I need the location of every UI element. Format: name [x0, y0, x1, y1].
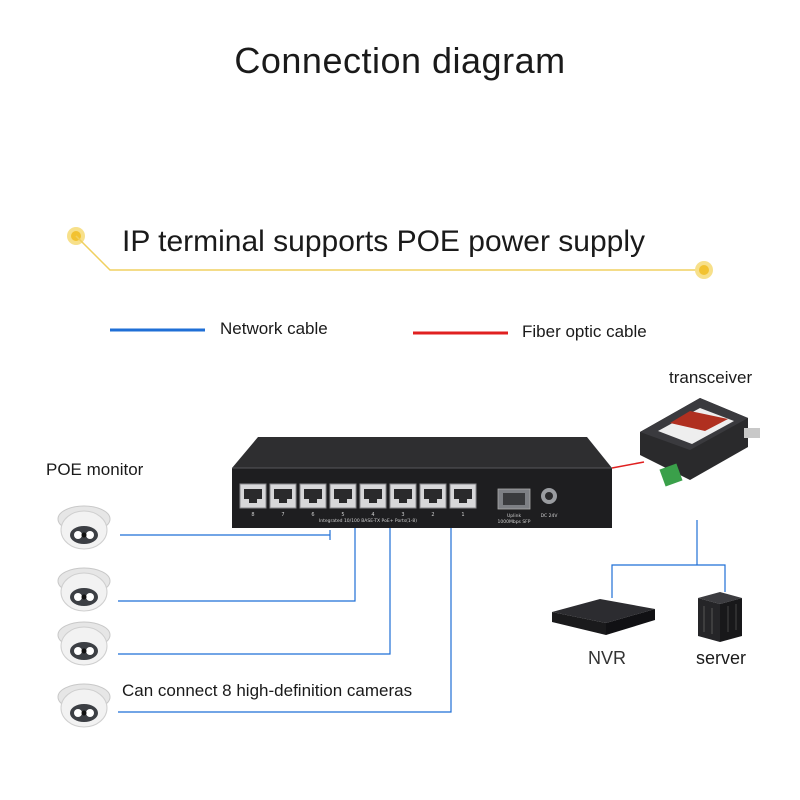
sfp-caption: 1000Mbps SFP: [498, 519, 531, 525]
port-number: 6: [311, 512, 314, 518]
camera-ir-left: [74, 647, 82, 655]
camera-ir-right: [86, 647, 94, 655]
transceiver-label-red: [670, 411, 728, 431]
rj45-port: [269, 483, 297, 509]
port-number: 5: [341, 512, 344, 518]
dome-camera-icon: [57, 683, 111, 728]
dc-caption: DC 24V: [541, 513, 559, 519]
camera-lens: [81, 710, 87, 716]
cameras-note: Can connect 8 high-definition cameras: [122, 681, 413, 700]
dc-power-jack-hole: [545, 492, 553, 500]
nvr-device: [552, 599, 655, 635]
rj45-port-socket: [304, 489, 322, 503]
nvr-top: [552, 599, 655, 623]
camera-ir-right: [86, 709, 94, 717]
rj45-port: [239, 483, 267, 509]
legend-network-label: Network cable: [220, 319, 328, 338]
server-label: server: [696, 648, 747, 668]
link-nvr-server: [611, 564, 726, 598]
rj45-port: [419, 483, 447, 509]
cable-camera-2: [118, 528, 356, 602]
rj45-port-socket: [454, 489, 472, 503]
camera-lens: [81, 532, 87, 538]
camera-lens: [81, 648, 87, 654]
port-number: 2: [431, 512, 434, 518]
dome-camera-icon: [57, 621, 111, 666]
server-left: [698, 598, 720, 642]
camera-cables: [118, 528, 452, 713]
port-number: 1: [461, 512, 464, 518]
nvr-front: [552, 612, 606, 635]
camera-ir-right: [86, 593, 94, 601]
server-device: [698, 592, 742, 642]
poe-switch: 8 7 6 5 4 3 2 1 Integrated 10/100 BASE-TX PoE+ …: [232, 437, 612, 528]
cable-camera-4: [118, 528, 452, 713]
subtitle: IP terminal supports POE power supply: [122, 225, 646, 258]
port-number: 3: [401, 512, 404, 518]
rj45-port: [329, 483, 357, 509]
cable-camera-3: [118, 528, 391, 655]
rj45-port: [389, 483, 417, 509]
server-right: [720, 598, 742, 642]
rj45-ports: [239, 483, 477, 509]
nvr-side: [606, 609, 655, 635]
transceiver-fiber-connector: [744, 428, 760, 438]
dome-cameras: [57, 505, 111, 728]
port-number: 8: [251, 512, 254, 518]
rj45-port: [359, 483, 387, 509]
camera-ir-left: [74, 531, 82, 539]
accent-dot-right: [699, 265, 709, 275]
camera-ir-left: [74, 593, 82, 601]
legend-fiber-label: Fiber optic cable: [522, 322, 647, 341]
nvr-label: NVR: [588, 648, 627, 668]
uplink-caption: Uplink: [507, 513, 522, 519]
rj45-port-socket: [364, 489, 382, 503]
fiber-cable-line: [611, 461, 645, 469]
transceiver-device: [640, 398, 760, 487]
rj45-port-socket: [424, 489, 442, 503]
sfp-port-slot: [503, 493, 525, 505]
poe-monitor-label: POE monitor: [46, 460, 144, 479]
rj45-port-socket: [274, 489, 292, 503]
rj45-port: [299, 483, 327, 509]
rj45-port: [449, 483, 477, 509]
dome-camera-icon: [57, 505, 111, 550]
transceiver-label: transceiver: [669, 368, 753, 387]
port-number-labels: 8 7 6 5 4 3 2 1: [251, 512, 464, 518]
port-caption: Integrated 10/100 BASE-TX PoE+ Ports(1-8…: [319, 518, 417, 524]
subtitle-decoration: [67, 227, 713, 279]
port-number: 4: [371, 512, 374, 518]
switch-top: [232, 437, 612, 468]
camera-ir-right: [86, 531, 94, 539]
port-number: 7: [281, 512, 284, 518]
rj45-port-socket: [334, 489, 352, 503]
rj45-port-socket: [244, 489, 262, 503]
camera-ir-left: [74, 709, 82, 717]
network-links-right: [611, 520, 726, 598]
dome-camera-icon: [57, 567, 111, 612]
camera-lens: [81, 594, 87, 600]
transceiver-terminal-block: [659, 463, 683, 487]
accent-line: [75, 235, 704, 271]
page-title: Connection diagram: [234, 40, 566, 81]
rj45-port-socket: [394, 489, 412, 503]
